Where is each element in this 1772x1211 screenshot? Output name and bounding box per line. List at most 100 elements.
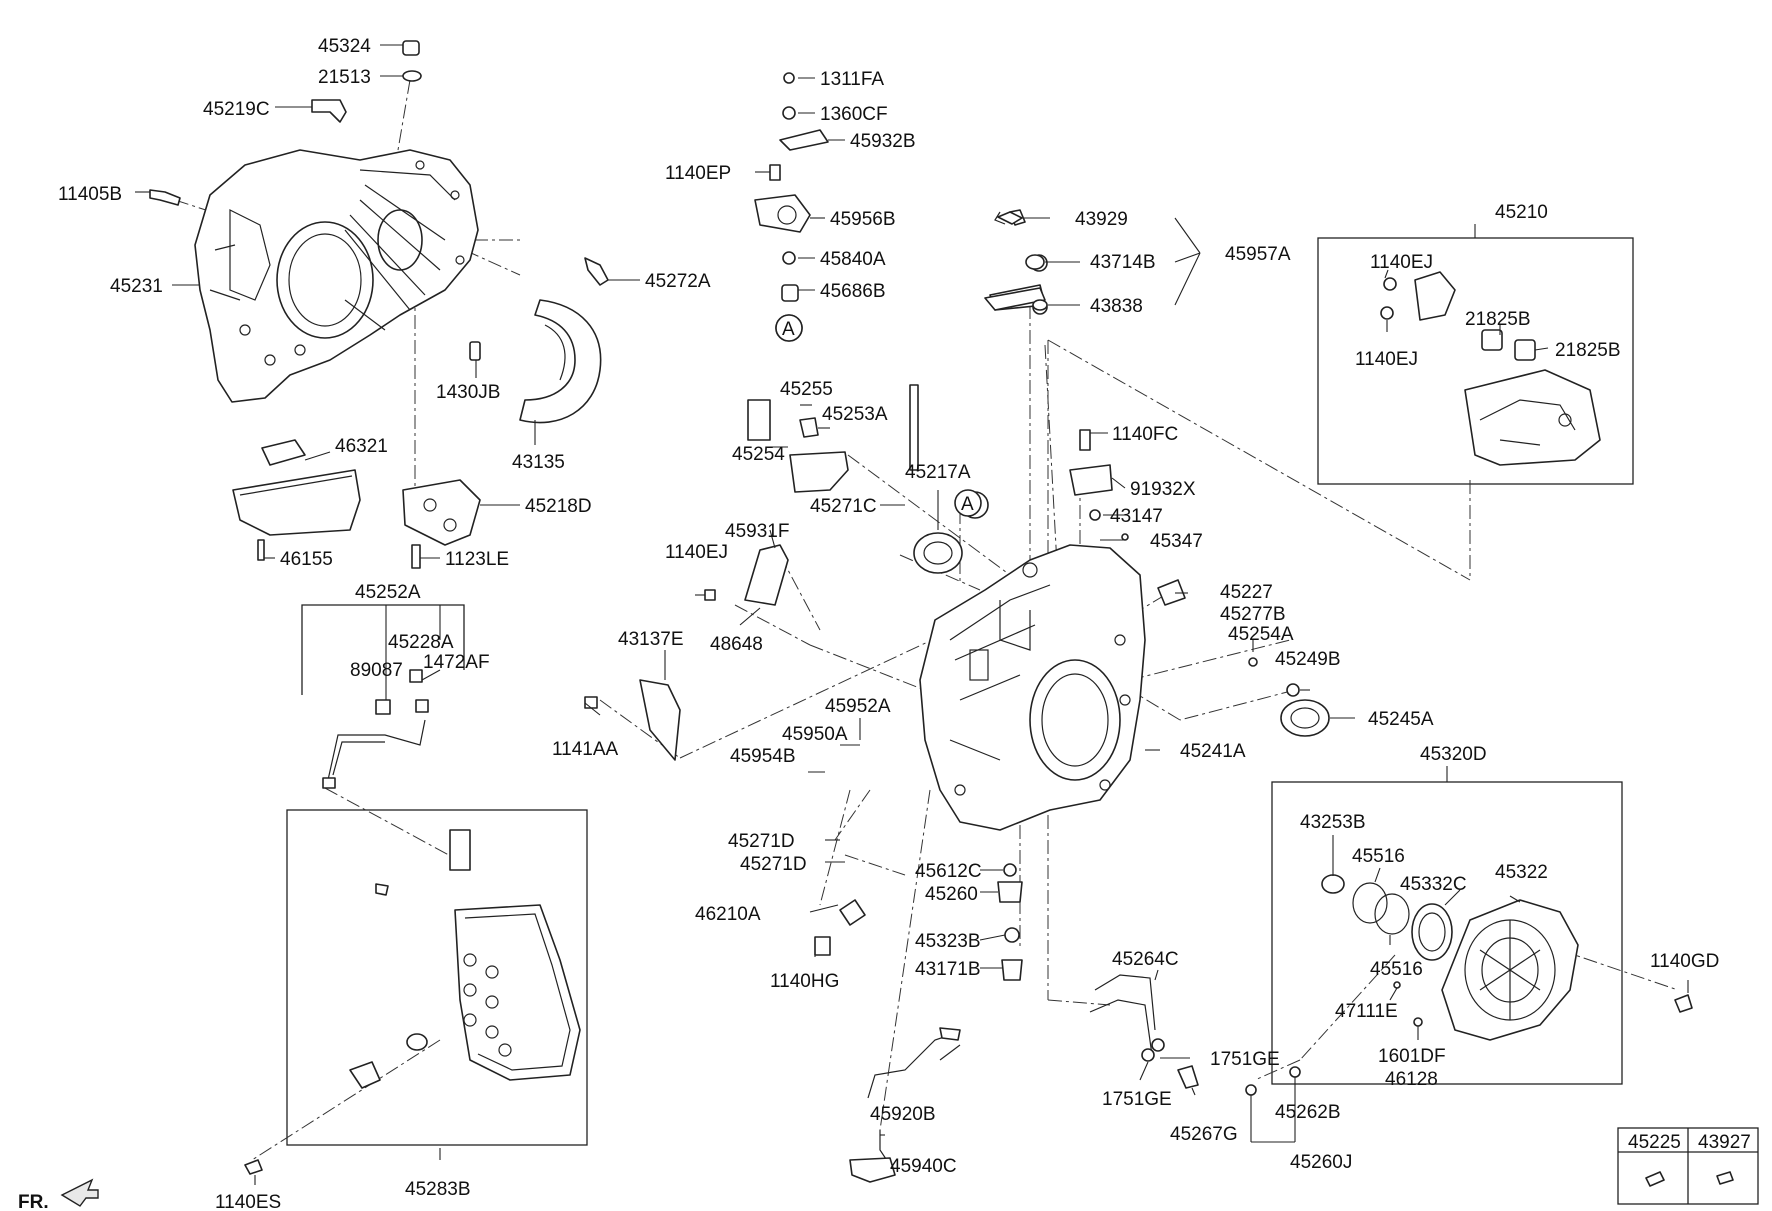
label-45686B: 45686B [820,281,886,302]
label-1472AF: 1472AF [423,652,490,673]
oil-pan-45283B [244,829,581,1175]
label-1601DF: 1601DF [1378,1046,1446,1067]
strainer-46321 [232,439,361,561]
label-45516-1: 45516 [1352,846,1405,867]
label-45254A: 45254A [1228,624,1294,645]
label-1140EJ-upper: 1140EJ [1370,252,1433,273]
label-45241A: 45241A [1180,741,1246,762]
label-45252A: 45252A [355,582,421,603]
label-45957A: 45957A [1225,244,1291,265]
label-45920B: 45920B [870,1104,936,1125]
label-45954B: 45954B [730,746,796,767]
label-45322: 45322 [1495,862,1548,883]
label-45931F: 45931F [725,521,789,542]
label-45956B: 45956B [830,209,896,230]
cover-45320D [1321,874,1693,1041]
label-45516-2: 45516 [1370,959,1423,980]
label-45323B: 45323B [915,931,981,952]
label-1140HG: 1140HG [770,971,839,992]
label-45245A: 45245A [1368,709,1434,730]
label-46155: 46155 [280,549,333,570]
label-45231: 45231 [110,276,163,297]
label-45262B: 45262B [1275,1102,1341,1123]
hoses-45264C [1089,974,1301,1096]
label-45272A: 45272A [645,271,711,292]
label-45267G: 45267G [1170,1124,1238,1145]
label-45612C: 45612C [915,861,982,882]
bracket-45218D [402,479,481,569]
label-45264C: 45264C [1112,949,1179,970]
label-11405B: 11405B [58,184,122,205]
transaxle-case-45241A [919,544,1146,831]
label-46321: 46321 [335,436,388,457]
label-1311FA: 1311FA [820,69,884,90]
label-45227: 45227 [1220,582,1273,603]
label-45932B: 45932B [850,131,916,152]
label-43171B: 43171B [915,959,981,980]
label-45210: 45210 [1495,202,1548,223]
label-45324: 45324 [318,36,371,57]
label-21825B-2: 21825B [1555,340,1621,361]
valve-parts-center [584,384,989,761]
label-43714B: 43714B [1090,252,1156,273]
hose-group-45252A [322,669,429,789]
label-45228A: 45228A [388,632,454,653]
label-43929: 43929 [1075,209,1128,230]
label-1360CF: 1360CF [820,104,888,125]
label-45277B: 45277B [1220,604,1286,625]
label-45283B: 45283B [405,1179,471,1200]
label-45952A: 45952A [825,696,891,717]
label-1140ES: 1140ES [215,1192,281,1211]
label-45320D: 45320D [1420,744,1487,765]
label-45840A: 45840A [820,249,886,270]
shift-cable-bracket [984,211,1048,311]
label-45260J: 45260J [1290,1152,1352,1173]
label-43137E: 43137E [618,629,684,650]
shift-lever-stack [754,72,829,342]
label-front: FR. [18,1192,49,1211]
label-43135: 43135 [512,452,565,473]
label-21513: 21513 [318,67,371,88]
label-1141AA: 1141AA [552,739,619,760]
leader-lines [135,44,1689,1185]
label-1140EP: 1140EP [665,163,731,184]
label-45253A: 45253A [822,404,888,425]
label-45260: 45260 [925,884,978,905]
label-46128: 46128 [1385,1069,1438,1090]
label-45217A: 45217A [905,462,971,483]
label-48648: 48648 [710,634,763,655]
label-45218D: 45218D [525,496,592,517]
label-1140EJ-center: 1140EJ [665,542,728,563]
legend-bolts [1645,1171,1734,1187]
label-91932X: 91932X [1130,479,1196,500]
label-46210A: 46210A [695,904,761,925]
label-45940C: 45940C [890,1156,957,1177]
label-45347: 45347 [1150,531,1203,552]
label-45219C: 45219C [203,99,270,120]
label-45255: 45255 [780,379,833,400]
label-1751GE-2: 1751GE [1102,1089,1172,1110]
label-45249B: 45249B [1275,649,1341,670]
front-arrow [60,1178,99,1207]
reference-callouts: A A [775,314,982,517]
top-left-small-parts [149,40,609,424]
legend-45225: 45225 [1628,1132,1681,1153]
label-45271D-1: 45271D [728,831,795,852]
label-43838: 43838 [1090,296,1143,317]
callout-a-mid: A [961,494,974,515]
label-43147: 43147 [1110,506,1163,527]
transmission-case-45231 [194,149,479,403]
label-1751GE-1: 1751GE [1210,1049,1280,1070]
label-45332C: 45332C [1400,874,1467,895]
label-21825B-1: 21825B [1465,309,1531,330]
label-1140EJ-lower: 1140EJ [1355,349,1418,370]
label-1140FC: 1140FC [1112,424,1178,445]
mount-45210 [1380,271,1601,466]
part-number-labels: 45324 21513 45219C 11405B 45231 45272A 1… [18,36,1751,1211]
label-45271D-2: 45271D [740,854,807,875]
label-45950A: 45950A [782,724,848,745]
box-45283B-group [286,809,588,1146]
dipstick-45920B [814,899,961,1183]
label-45271C: 45271C [810,496,877,517]
